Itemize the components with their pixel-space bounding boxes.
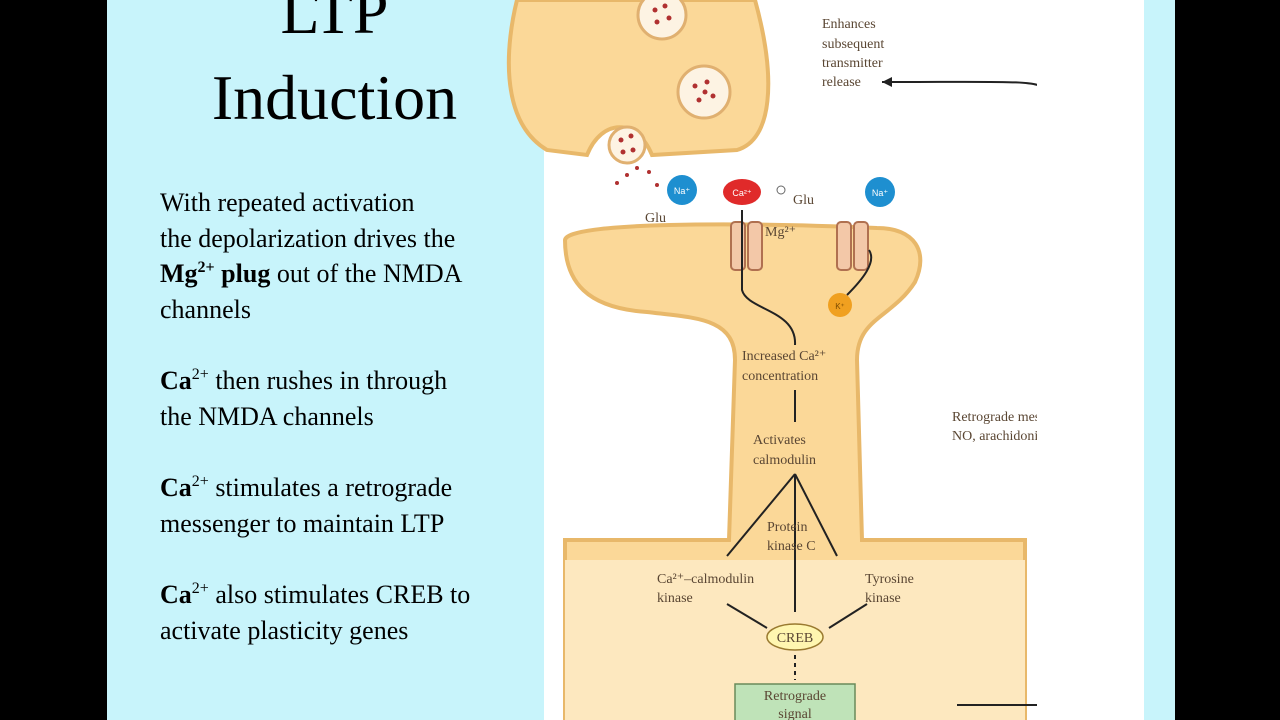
nmda-channel-left-b: [747, 221, 763, 271]
sodium-ion-right: [865, 177, 895, 207]
increased-ca-line1: Increased Ca²⁺: [742, 349, 826, 364]
bullet-3-sup: 2+: [191, 473, 209, 490]
bullet-1-line1: With repeated activation: [160, 188, 415, 217]
channel-right-a: [836, 221, 852, 271]
channel-right-b: [853, 221, 869, 271]
pkc-line2: kinase C: [767, 539, 816, 554]
enhances-line3: transmitter: [822, 56, 883, 71]
arrowhead-icon: [882, 77, 892, 87]
potassium-ion: [828, 293, 852, 317]
retro-msg-line2: NO, arachidonic acid: [952, 429, 1037, 444]
bullet-2-bold: Ca: [160, 366, 192, 395]
retrograde-signal-box: [734, 683, 856, 720]
retro-msg-line1: Retrograde messengers:: [952, 410, 1037, 425]
creb-node: [766, 623, 824, 651]
sodium-ion-left: [667, 175, 697, 205]
sodium-ion-left-label: Na⁺: [674, 186, 691, 196]
bullet-1-bold: Mg: [160, 259, 198, 288]
bullet-1-bold-tail: plug: [214, 259, 271, 288]
bullet-4-rest: also stimulates CREB to: [208, 580, 471, 609]
bullet-3-line2: messenger to maintain LTP: [160, 508, 445, 538]
slide-title-line1: LTP: [280, 0, 389, 47]
retro-signal-line2: signal: [778, 707, 812, 720]
bullet-4-line2: activate plasticity genes: [160, 615, 409, 645]
bullet-4-bold: Ca: [160, 580, 192, 609]
activates-line1: Activates: [753, 433, 806, 448]
enhances-line2: subsequent: [822, 37, 884, 52]
bullet-3-bold: Ca: [160, 473, 192, 502]
bullet-1-line2: the depolarization drives the: [160, 223, 456, 253]
activates-line2: calmodulin: [753, 453, 816, 468]
bullet-2-rest: then rushes in through: [208, 366, 448, 395]
calcium-ion-label: Ca²⁺: [732, 188, 752, 198]
tyrosine-line2: kinase: [865, 591, 901, 606]
calcium-ion: [723, 179, 761, 205]
tyrosine-line1: Tyrosine: [865, 572, 914, 587]
vesicle-dots: [615, 3, 716, 187]
signal-arrows: [726, 80, 1037, 706]
bullet-3: Ca2+ stimulates a retrograde messenger t…: [160, 470, 540, 541]
bullet-1: With repeated activation the depolarizat…: [160, 185, 540, 327]
bullet-2: Ca2+ then rushes in through the NMDA cha…: [160, 363, 540, 434]
retro-signal-line1: Retrograde: [764, 689, 826, 704]
ltp-diagram: Enhances subsequent transmitter release …: [506, 0, 1037, 720]
bullet-list: With repeated activation the depolarizat…: [160, 185, 540, 684]
increased-ca-line2: concentration: [742, 369, 818, 384]
glu-top-label: Glu: [793, 193, 814, 208]
bullet-2-sup: 2+: [191, 366, 209, 383]
bullet-2-line2: the NMDA channels: [160, 401, 374, 431]
camk-line1: Ca²⁺–calmodulin: [657, 572, 754, 587]
bullet-1-rest: out of the NMDA: [270, 259, 463, 288]
bullet-4-sup: 2+: [191, 580, 209, 597]
mg-ion: [776, 185, 786, 195]
bullet-3-rest: stimulates a retrograde: [208, 473, 453, 502]
mg-label: Mg²⁺: [765, 225, 796, 240]
bullet-1-line4: channels: [160, 294, 251, 324]
slide-title-line2: Induction: [211, 62, 458, 133]
bullet-4: Ca2+ also stimulates CREB to activate pl…: [160, 577, 540, 648]
creb-label: CREB: [777, 631, 814, 646]
pkc-line1: Protein: [767, 520, 807, 535]
glu-left-label: Glu: [645, 211, 666, 226]
camk-line2: kinase: [657, 591, 693, 606]
potassium-ion-label: K⁺: [835, 302, 845, 311]
enhances-line1: Enhances: [822, 17, 876, 32]
bullet-1-sup: 2+: [197, 259, 215, 276]
sodium-ion-right-label: Na⁺: [872, 188, 889, 198]
vesicle: [636, 0, 688, 41]
vesicle: [607, 125, 647, 165]
enhances-line4: release: [822, 75, 861, 90]
